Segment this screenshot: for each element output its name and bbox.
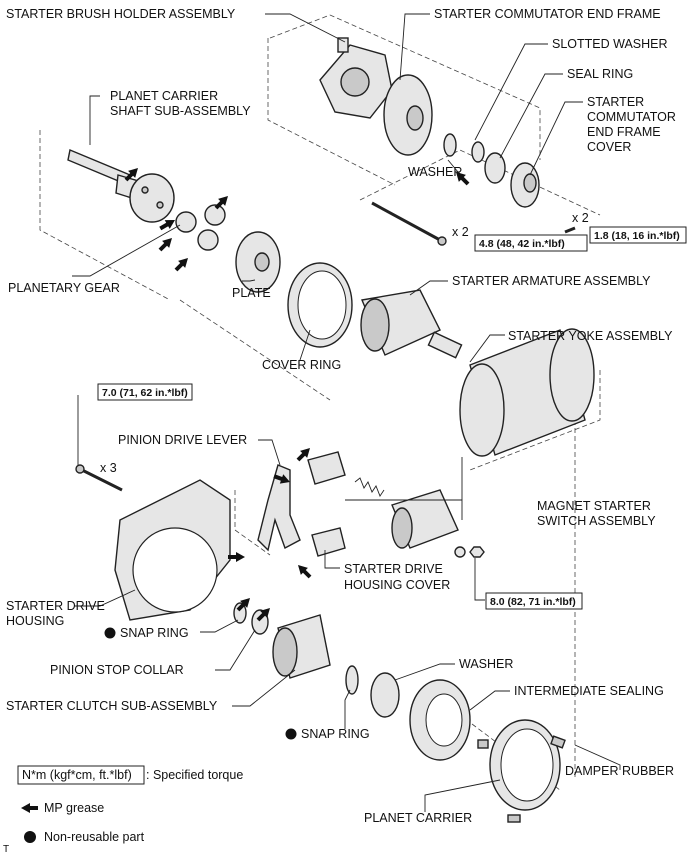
snap-ring-lower-part bbox=[345, 665, 359, 695]
legend-torque-desc: : Specified torque bbox=[146, 768, 243, 782]
label-plate: PLATE bbox=[232, 286, 271, 300]
qty-bolt-top: x 2 bbox=[452, 225, 469, 239]
frame-cover-part bbox=[510, 162, 540, 208]
drive-housing-part bbox=[114, 479, 231, 621]
label-intermediate-sealing: INTERMEDIATE SEALING bbox=[514, 684, 664, 698]
legend: N*m (kgf*cm, ft.*lbf) : Specified torque… bbox=[17, 765, 243, 844]
brush-holder-part bbox=[319, 37, 393, 119]
label-brush-holder: STARTER BRUSH HOLDER ASSEMBLY bbox=[6, 7, 236, 21]
drive-housing-cover-part bbox=[311, 527, 346, 557]
torque-through-bolt: 4.8 (48, 42 in.*lbf) bbox=[474, 234, 588, 252]
label-clutch: STARTER CLUTCH SUB-ASSEMBLY bbox=[6, 699, 218, 713]
cover-ring-part bbox=[287, 262, 353, 348]
label-pinion-drive-lever: PINION DRIVE LEVER bbox=[118, 433, 247, 447]
label-frame-cover-2: COMMUTATOR bbox=[587, 110, 676, 124]
magnet-switch-parts bbox=[307, 451, 459, 549]
housing-bolt-part bbox=[75, 464, 123, 492]
torque-cover-screw: 1.8 (18, 16 in.*lbf) bbox=[589, 226, 687, 244]
snap-ring-upper-part bbox=[233, 602, 247, 624]
label-magnet-switch-2: SWITCH ASSEMBLY bbox=[537, 514, 656, 528]
label-cover-ring: COVER RING bbox=[262, 358, 341, 372]
label-planet-carrier: PLANET CARRIER bbox=[364, 811, 472, 825]
label-armature: STARTER ARMATURE ASSEMBLY bbox=[452, 274, 651, 288]
label-drive-housing-cover-2: HOUSING COVER bbox=[344, 578, 450, 592]
seal-ring-part bbox=[484, 152, 506, 184]
label-yoke: STARTER YOKE ASSEMBLY bbox=[508, 329, 673, 343]
legend-grease-arrow-icon bbox=[21, 803, 38, 813]
svg-text:8.0 (82, 71 in.*lbf): 8.0 (82, 71 in.*lbf) bbox=[490, 596, 576, 608]
label-frame-cover-1: STARTER bbox=[587, 95, 644, 109]
legend-non-reusable: Non-reusable part bbox=[44, 830, 145, 844]
label-pinion-stop-collar: PINION STOP COLLAR bbox=[50, 663, 184, 677]
torque-terminal-nut: 8.0 (82, 71 in.*lbf) bbox=[485, 592, 583, 610]
label-washer-top: WASHER bbox=[408, 165, 462, 179]
label-drive-housing-1: STARTER DRIVE bbox=[6, 599, 105, 613]
cover-screw-part bbox=[564, 226, 576, 234]
yoke-part bbox=[459, 328, 595, 457]
plate-part bbox=[235, 231, 281, 293]
svg-text:4.8 (48, 42 in.*lbf): 4.8 (48, 42 in.*lbf) bbox=[479, 238, 565, 250]
pinion-drive-lever-part bbox=[257, 464, 301, 552]
label-washer-bottom: WASHER bbox=[459, 657, 513, 671]
terminal-washer-part bbox=[454, 546, 466, 558]
qty-screw-cover: x 2 bbox=[572, 211, 589, 225]
planetary-gear-parts bbox=[175, 204, 226, 251]
label-snap-ring-upper: SNAP RING bbox=[120, 626, 189, 640]
svg-text:1.8 (18, 16 in.*lbf): 1.8 (18, 16 in.*lbf) bbox=[594, 230, 680, 242]
leader-lines bbox=[72, 13, 621, 812]
legend-grease: MP grease bbox=[44, 801, 104, 815]
legend-torque-box bbox=[17, 765, 145, 785]
clutch-part bbox=[272, 614, 331, 679]
label-slotted-washer: SLOTTED WASHER bbox=[552, 37, 668, 51]
torque-housing-bolt: 7.0 (71, 62 in.*lbf) bbox=[97, 383, 193, 401]
label-damper-rubber: DAMPER RUBBER bbox=[565, 764, 674, 778]
label-magnet-switch-1: MAGNET STARTER bbox=[537, 499, 651, 513]
slotted-washer-part bbox=[471, 141, 485, 163]
svg-text:7.0 (71, 62 in.*lbf): 7.0 (71, 62 in.*lbf) bbox=[102, 387, 188, 399]
label-planet-carrier-shaft-2: SHAFT SUB-ASSEMBLY bbox=[110, 104, 251, 118]
label-frame-cover-3: END FRAME bbox=[587, 125, 661, 139]
commutator-end-frame-part bbox=[383, 74, 433, 156]
label-planetary-gear: PLANETARY GEAR bbox=[8, 281, 120, 295]
label-commutator-end-frame: STARTER COMMUTATOR END FRAME bbox=[434, 7, 661, 21]
corner-mark: T bbox=[3, 844, 9, 854]
qty-bolt-left: x 3 bbox=[100, 461, 117, 475]
armature-part bbox=[360, 289, 463, 359]
non-reusable-dot-lower bbox=[285, 728, 297, 740]
planet-carrier-part bbox=[489, 719, 561, 811]
label-planet-carrier-shaft-1: PLANET CARRIER bbox=[110, 89, 218, 103]
intermediate-sealing-part bbox=[409, 679, 471, 761]
through-bolt-part bbox=[371, 201, 447, 246]
legend-non-reusable-dot-icon bbox=[24, 831, 36, 843]
terminal-nut-part bbox=[469, 546, 485, 558]
label-seal-ring: SEAL RING bbox=[567, 67, 633, 81]
legend-torque-units: N*m (kgf*cm, ft.*lbf) bbox=[22, 768, 132, 782]
label-drive-housing-cover-1: STARTER DRIVE bbox=[344, 562, 443, 576]
non-reusable-dot-upper bbox=[104, 627, 116, 639]
label-frame-cover-4: COVER bbox=[587, 140, 631, 154]
label-drive-housing-2: HOUSING bbox=[6, 614, 64, 628]
damper-rubber-parts bbox=[477, 735, 566, 823]
label-snap-ring-lower: SNAP RING bbox=[301, 727, 370, 741]
washer-top-part bbox=[443, 133, 457, 157]
planet-carrier-shaft-part bbox=[67, 149, 175, 223]
washer-bottom-part bbox=[370, 672, 400, 718]
